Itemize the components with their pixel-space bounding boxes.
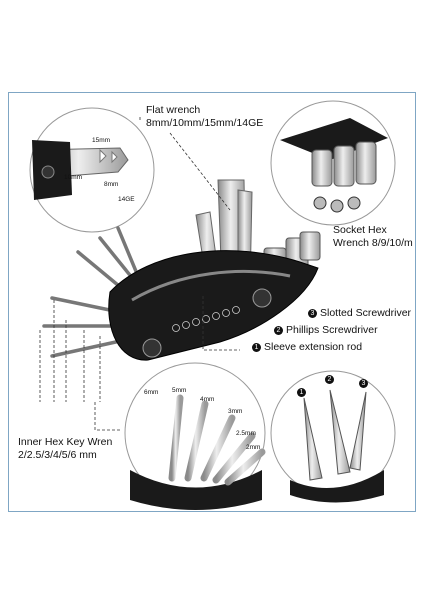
image-frame (8, 92, 416, 512)
phillips-text: Phillips Screwdriver (286, 324, 378, 336)
hex-sizes: 2/2.5/3/4/5/6 mm (18, 449, 97, 461)
flat-wrench-callout (29, 107, 155, 233)
hex-size-4mm: 4mm (200, 396, 215, 403)
sleeve-text: Sleeve extension rod (264, 341, 363, 353)
pivot-bolt-left (142, 338, 162, 358)
pivot-bolt-right (252, 288, 272, 308)
wrench-size-10mm: 10mm (64, 174, 83, 181)
hex-title: Inner Hex Key Wren (18, 436, 113, 448)
flat-wrench-title: Flat wrench (146, 104, 201, 116)
wrench-size-15mm: 15mm (92, 137, 111, 144)
hex-size-2mm: 2mm (246, 444, 261, 451)
socket-callout (270, 100, 396, 226)
marker-1: 1 (252, 343, 261, 352)
hex-size-5mm: 5mm (172, 387, 187, 394)
marker-3: 3 (308, 309, 317, 318)
body-highlight (131, 269, 291, 302)
flat-wrench-sizes: 8mm/10mm/15mm/14GE (146, 117, 264, 129)
screwdriver-callout (270, 370, 396, 503)
hex-size-3mm: 3mm (228, 408, 243, 415)
callout-marker-3: 3 (359, 379, 371, 388)
callout-marker-2: 2 (325, 375, 337, 384)
size-markings (172, 306, 240, 332)
hex-key-callout (124, 362, 266, 510)
socket-sizes: Wrench 8/9/10/m (333, 237, 413, 249)
tool-body (108, 250, 319, 361)
hex-size-6mm: 6mm (144, 389, 159, 396)
hex-size-2-5mm: 2.5mm (236, 430, 256, 437)
callout-marker-1: 1 (297, 388, 309, 397)
wrench-size-14ge: 14GE (118, 196, 135, 203)
guide-lines (39, 115, 240, 431)
marker-2: 2 (274, 326, 283, 335)
slotted-text: Slotted Screwdriver (320, 307, 412, 319)
wrench-size-8mm: 8mm (104, 181, 119, 188)
socket-title: Socket Hex (333, 224, 387, 236)
